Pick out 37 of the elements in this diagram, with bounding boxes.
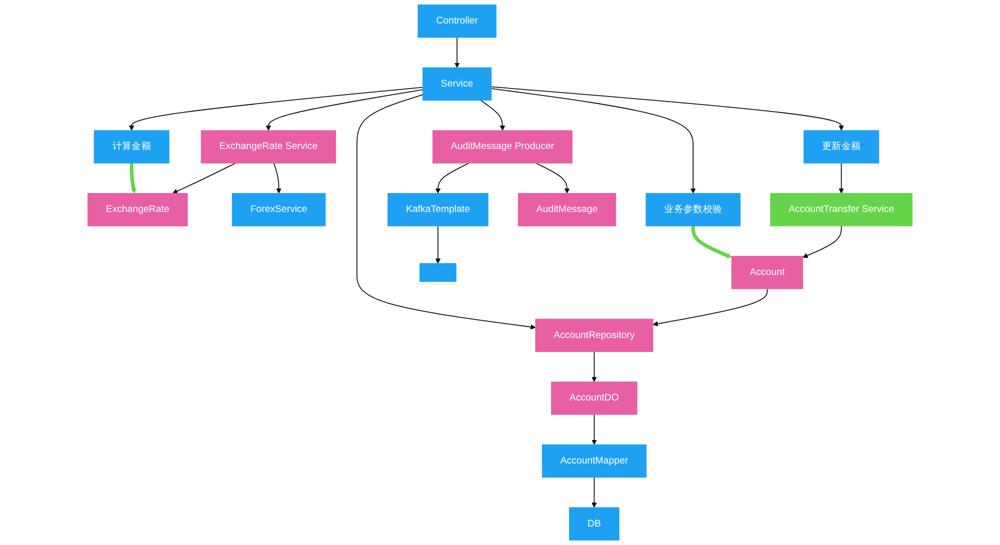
arrow (592, 476, 597, 508)
node-box: ForexService (232, 193, 326, 226)
arrow (435, 226, 441, 264)
node-box: Account (731, 256, 804, 290)
node-box (420, 263, 456, 282)
node-box: 计算金额 (94, 130, 170, 164)
arrow (266, 89, 424, 131)
arrow (592, 414, 597, 445)
arrow (652, 288, 768, 326)
arrow (172, 162, 236, 194)
arrow (454, 37, 460, 68)
arrow (536, 162, 570, 194)
node-box: 更新金额 (804, 130, 880, 164)
arrow (130, 163, 136, 194)
node-box: KafkaTemplate (388, 193, 488, 226)
node-box: AccountDO (551, 382, 638, 415)
node-box: 业务参数校验 (646, 193, 741, 226)
arrow (592, 351, 597, 382)
arrow (435, 162, 470, 194)
node-box: AccountTransfer Service (770, 193, 912, 226)
node-box: ExchangeRate Service (200, 130, 336, 164)
arrow (273, 162, 282, 194)
node-box: Service (422, 67, 492, 101)
node-box: ExchangeRate (88, 193, 188, 226)
node-box: Controller (418, 4, 496, 38)
arrow (356, 94, 536, 330)
arrow (490, 86, 844, 131)
arrow (490, 88, 696, 194)
node-box: DB (569, 507, 620, 540)
arrow (802, 226, 842, 258)
node-box: AuditMessage Producer (432, 130, 572, 164)
node-box: AccountRepository (535, 318, 654, 352)
arrow (480, 100, 506, 131)
arrow (128, 86, 424, 131)
node-box: AccountMapper (542, 444, 646, 478)
arrow (838, 162, 844, 194)
node-box: AuditMessage (518, 193, 616, 226)
